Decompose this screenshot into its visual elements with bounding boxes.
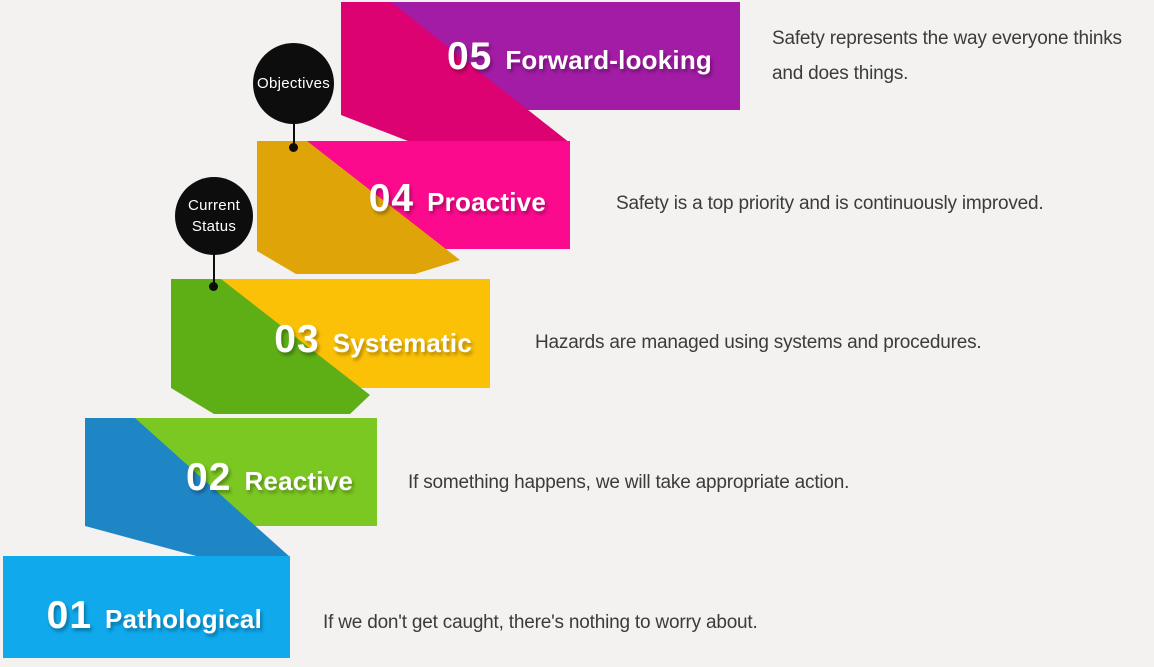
- level-description-04: Safety is a top priority and is continuo…: [616, 190, 1044, 218]
- marker-current-status-dot: [209, 282, 218, 291]
- ribbon-fold-05: [341, 2, 570, 143]
- ribbon-fold-04: [257, 141, 460, 274]
- marker-objectives-stem: [293, 123, 295, 149]
- marker-label: Objectives: [256, 75, 331, 92]
- level-description-05: Safety represents the way everyone think…: [772, 21, 1122, 91]
- level-description-01: If we don't get caught, there's nothing …: [323, 609, 758, 637]
- ribbon-fold-03: [171, 279, 370, 414]
- ribbon-banner-01: [3, 556, 290, 658]
- marker-label-line: Current: [187, 197, 241, 214]
- marker-current-status-stem: [213, 254, 215, 283]
- description-line: and does things.: [772, 63, 909, 84]
- marker-objectives: Objectives: [253, 43, 334, 124]
- description-line: If something happens, we will take appro…: [408, 472, 850, 493]
- level-description-02: If something happens, we will take appro…: [408, 469, 849, 497]
- marker-objectives-dot: [289, 143, 298, 152]
- level-description-03: Hazards are managed using systems and pr…: [535, 329, 982, 357]
- description-line: If we don't get caught, there's nothing …: [323, 612, 758, 633]
- marker-current-status: Current Status: [175, 177, 253, 255]
- description-line: Safety is a top priority and is continuo…: [616, 193, 1044, 214]
- ribbon-fold-02: [85, 418, 290, 557]
- description-line: Hazards are managed using systems and pr…: [535, 332, 982, 353]
- description-line: Safety represents the way everyone think…: [772, 28, 1122, 49]
- marker-label-line: Status: [191, 218, 237, 235]
